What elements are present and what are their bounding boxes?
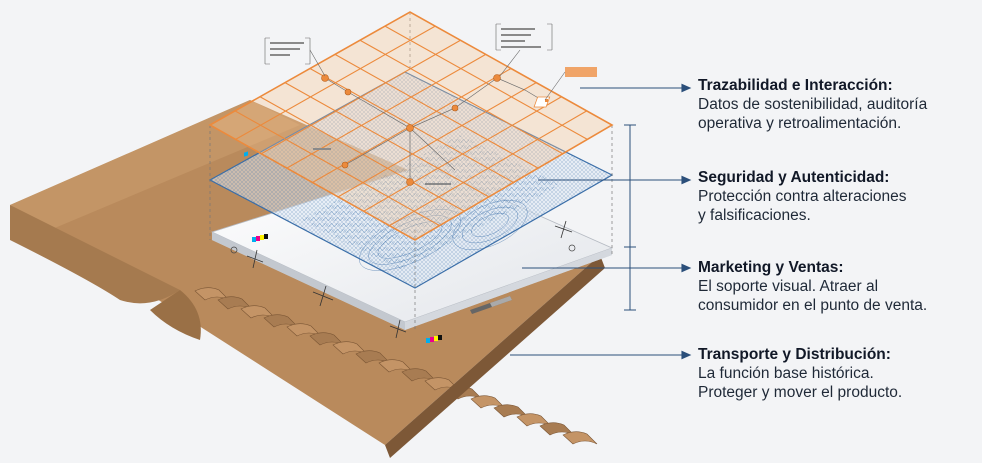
flute-ridge — [263, 314, 299, 328]
flute-ridge — [493, 404, 529, 418]
flute-ridge — [240, 305, 276, 319]
qr-code-icon — [533, 96, 551, 108]
grid-line — [389, 110, 588, 227]
micro-text-icon — [270, 28, 541, 185]
label-transport: Transporte y Distribución: La función ba… — [698, 345, 978, 402]
flute-ridge — [332, 341, 368, 355]
label-security: Seguridad y Autenticidad: Protección con… — [698, 168, 978, 225]
layer-connectors — [209, 12, 613, 330]
flute-ridge — [355, 350, 391, 364]
flute-ridge — [424, 377, 460, 391]
layer-bracket — [624, 124, 636, 311]
label-title: Trazabilidad e Interacción: — [698, 77, 893, 94]
label-description-line: operativa y retroalimentación. — [698, 115, 902, 132]
grid-line — [363, 96, 562, 212]
target-mark-icon — [568, 244, 576, 252]
label-title: Transporte y Distribución: — [698, 346, 891, 363]
label-description-line: Datos de sostenibilidad, auditoría — [698, 96, 928, 113]
label-description-line: consumidor en el punto de venta. — [698, 297, 928, 314]
flute-ridge — [378, 359, 414, 373]
flute-ridge — [286, 323, 322, 337]
label-description-line: Protección contra alteraciones — [698, 188, 907, 205]
label-traceability: Trazabilidad e Interacción: Datos de sos… — [698, 76, 978, 133]
label-title: Seguridad y Autenticidad: — [698, 169, 890, 186]
leader-lines — [510, 83, 692, 360]
tag-label-icon — [565, 67, 597, 77]
target-mark-icon — [230, 246, 238, 254]
flute-ridge — [562, 431, 598, 445]
label-description-line: El soporte visual. Atraer al — [698, 278, 879, 295]
flute-ridge — [470, 395, 506, 409]
grid-line — [334, 53, 539, 169]
registration-mark-icon — [246, 220, 573, 339]
label-description-line: y falsificaciones. — [698, 207, 811, 224]
flute-ridge — [401, 368, 437, 382]
traceability-layer — [208, 11, 614, 241]
data-node-icon — [321, 74, 501, 186]
label-description-line: Proteger y mover el producto. — [698, 384, 903, 401]
flute-ridge — [194, 287, 230, 301]
grid-line — [384, 25, 588, 140]
grid-line — [359, 39, 564, 155]
flute-ridge — [516, 413, 552, 427]
flute-ridge — [539, 422, 575, 436]
label-description-line: La función base histórica. — [698, 365, 874, 382]
flute-ridge — [217, 296, 253, 310]
flute-ridge — [309, 332, 345, 346]
label-title: Marketing y Ventas: — [698, 259, 844, 276]
label-marketing: Marketing y Ventas: El soporte visual. A… — [698, 258, 978, 315]
grid-line — [337, 82, 537, 198]
cmyk-color-bar-icon — [244, 151, 442, 343]
annotation-bracket-icon — [264, 23, 553, 77]
